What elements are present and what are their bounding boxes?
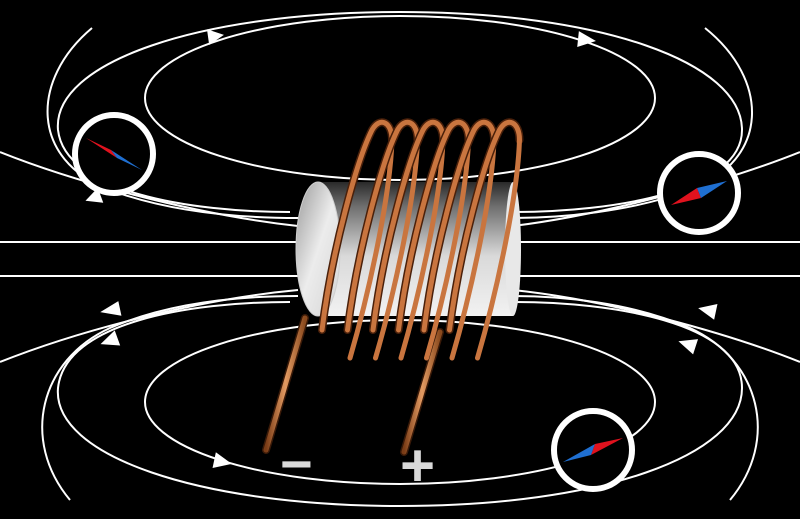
field-line-bottom-left-far (0, 289, 299, 363)
field-line-bottom-left-outer (41, 295, 299, 501)
coil-turn (421, 119, 497, 361)
coil-turn (370, 119, 446, 361)
negative-terminal-label: − (280, 432, 313, 495)
copper-coil (318, 118, 524, 361)
compass-lower-right (551, 408, 635, 492)
field-arrows (85, 29, 718, 468)
arrow-icon (100, 330, 121, 346)
positive-lead-wire-highlight (401, 329, 443, 455)
field-line-top-left-far (0, 151, 299, 227)
compass-needle-south-icon (111, 150, 142, 170)
compass-needle-north-icon (671, 188, 701, 205)
arrow-icon (100, 301, 122, 316)
arrow-icon (577, 31, 596, 48)
compass-upper-left (72, 112, 156, 196)
arrow-icon (698, 304, 718, 320)
arrow-icon (678, 339, 699, 355)
arrow-icon (206, 29, 224, 46)
field-lines (0, 10, 800, 508)
field-line-bottom-right-far (512, 289, 800, 363)
field-line-top-inner (144, 15, 656, 181)
compass-needle-north-icon (591, 438, 623, 455)
coil-turn (345, 119, 421, 361)
compass-needle-north-icon (86, 138, 117, 158)
field-line-bottom-right-outer (512, 295, 759, 501)
compass-needle-south-icon (563, 444, 595, 462)
compass-needle-south-icon (697, 181, 727, 198)
positive-terminal-label: + (400, 432, 436, 499)
arrow-icon (212, 452, 232, 468)
negative-lead-wire-highlight (263, 315, 308, 453)
field-line-top-left-outer (46, 27, 299, 219)
coil-turn (319, 119, 395, 361)
compass-upper-right (657, 151, 741, 235)
coil-turn (447, 119, 523, 361)
wire-leads (262, 314, 444, 456)
coil-turn (396, 119, 472, 361)
